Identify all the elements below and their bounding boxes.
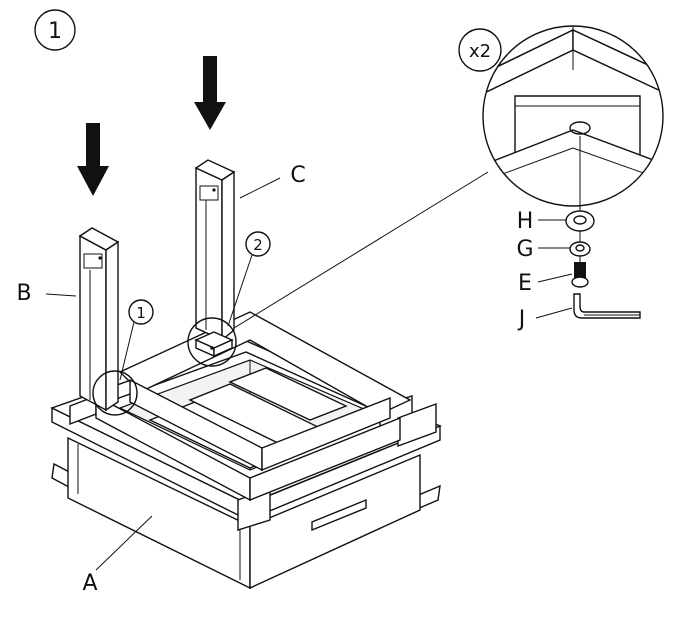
label-e: E bbox=[518, 271, 573, 296]
svg-text:A: A bbox=[82, 571, 97, 596]
svg-text:H: H bbox=[517, 209, 534, 234]
leg-c bbox=[194, 159, 236, 342]
detail-circle-2 bbox=[187, 317, 237, 367]
washer-g bbox=[569, 241, 591, 257]
drawer-handle bbox=[311, 498, 367, 532]
leg-b bbox=[78, 227, 120, 412]
callout-2: 2 bbox=[227, 231, 271, 327]
label-j: J bbox=[517, 307, 573, 332]
svg-text:J: J bbox=[517, 307, 526, 332]
label-a: A bbox=[82, 515, 153, 596]
down-arrow-right bbox=[194, 56, 226, 130]
label-b: B bbox=[16, 281, 77, 306]
svg-text:B: B bbox=[16, 281, 31, 306]
step-badge: 1 bbox=[34, 9, 76, 51]
detail-leader bbox=[233, 171, 489, 329]
svg-text:1: 1 bbox=[136, 304, 146, 322]
label-c: C bbox=[239, 163, 306, 199]
bracket-plate bbox=[194, 331, 234, 358]
label-g: G bbox=[516, 237, 570, 262]
svg-text:G: G bbox=[516, 237, 533, 262]
bolt-e bbox=[571, 262, 589, 288]
magnified-detail: x2 bbox=[458, 25, 664, 207]
quantity-badge bbox=[458, 28, 502, 72]
down-arrow-left bbox=[77, 123, 109, 196]
quantity-label: x2 bbox=[469, 41, 491, 62]
step-number: 1 bbox=[48, 19, 62, 44]
svg-text:E: E bbox=[518, 271, 532, 296]
washer-h bbox=[565, 210, 595, 232]
label-h: H bbox=[517, 209, 566, 234]
detail-circle-1 bbox=[92, 370, 138, 416]
allen-key-j bbox=[573, 293, 641, 319]
callout-1: 1 bbox=[119, 299, 154, 381]
svg-text:C: C bbox=[290, 163, 305, 188]
upper-rails bbox=[95, 311, 412, 502]
svg-text:2: 2 bbox=[253, 236, 263, 254]
